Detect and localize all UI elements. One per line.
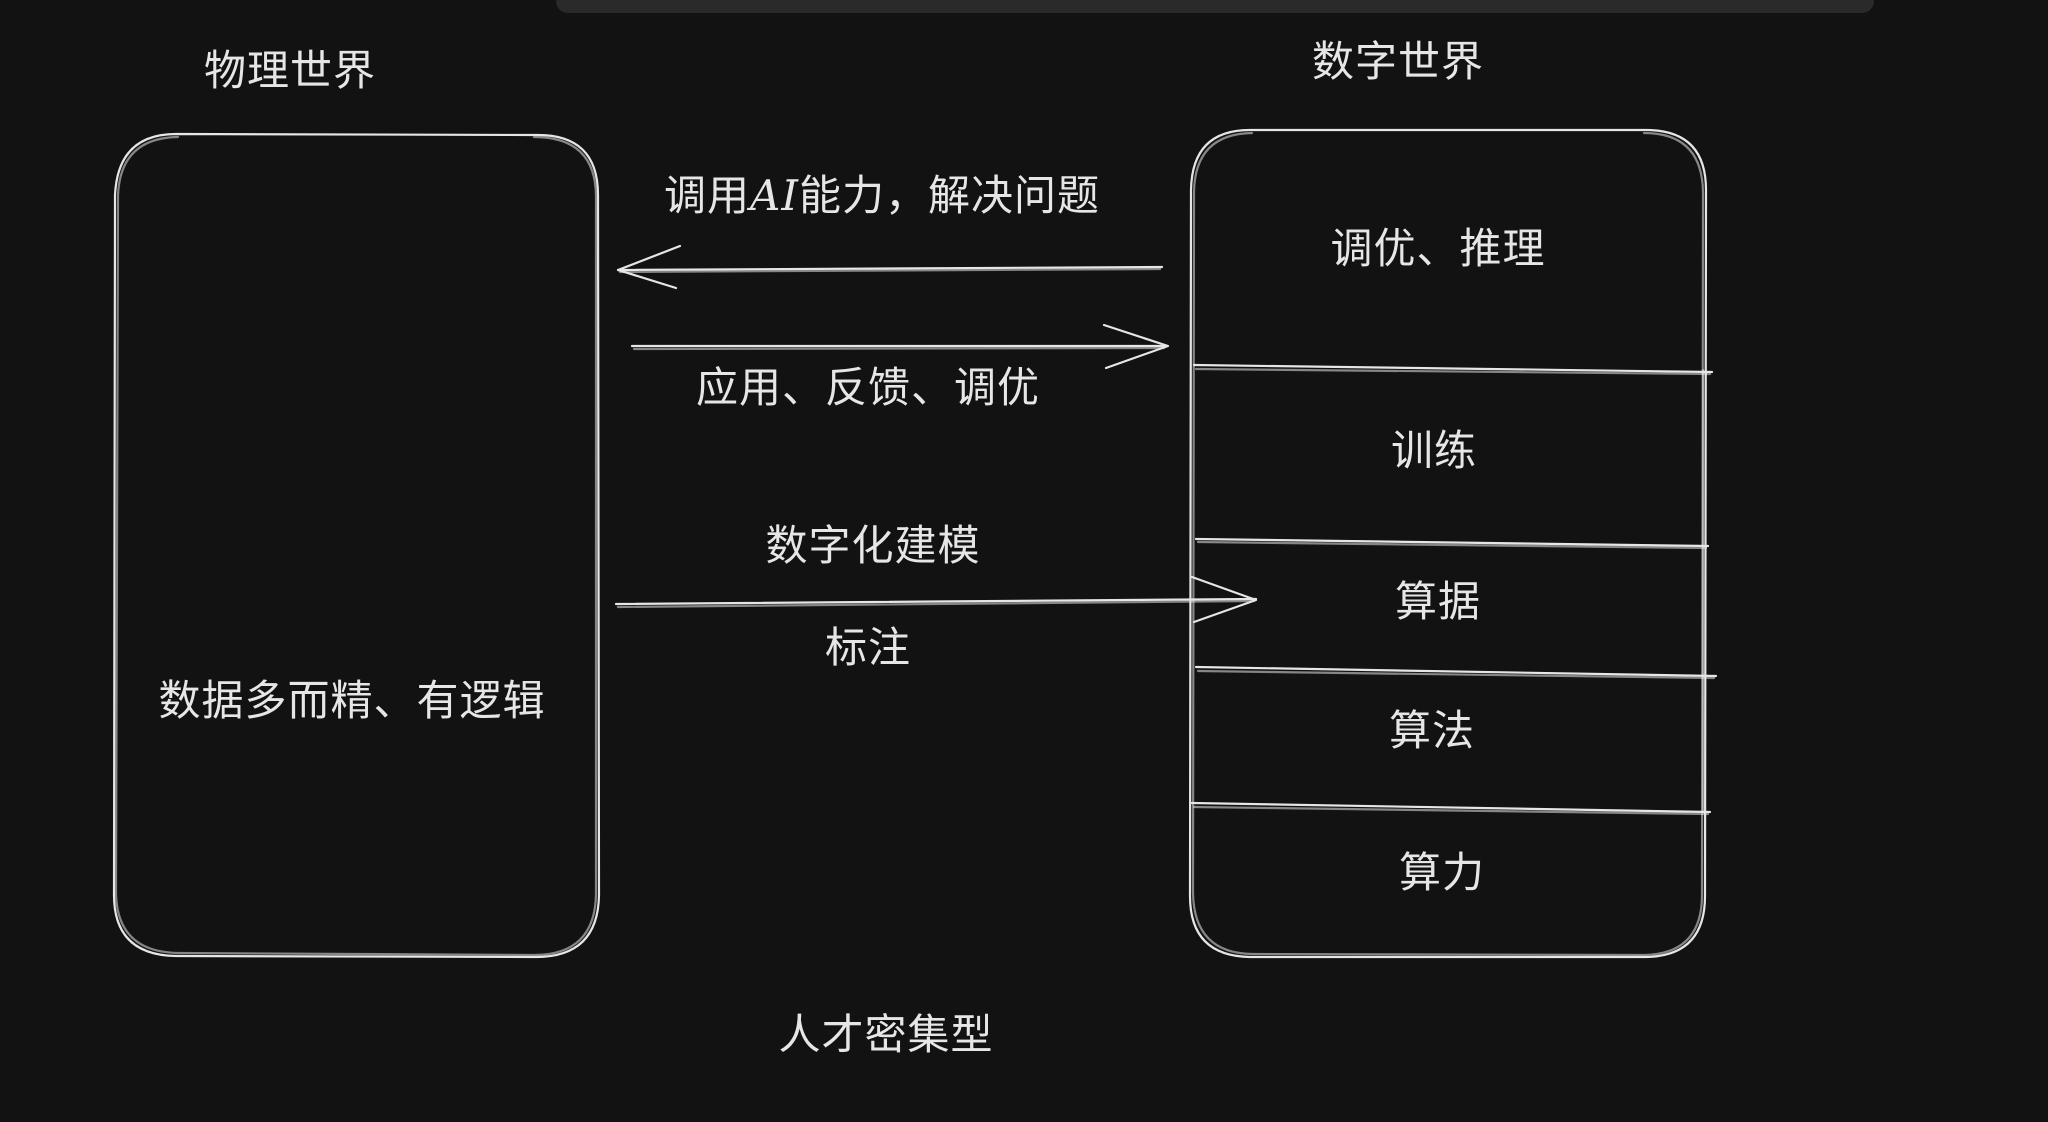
layer-dividers	[1190, 363, 1718, 816]
layer-data: 算据	[1394, 577, 1482, 626]
arrow-label-annotation: 标注	[824, 623, 912, 672]
physical-world-title: 物理世界	[203, 46, 377, 95]
arrow-to-digital-bottom	[614, 575, 1258, 624]
digital-world-title: 数字世界	[1311, 37, 1485, 86]
arrow-label-apply-feedback: 应用、反馈、调优	[695, 363, 1041, 412]
arrow-label-digital-modeling: 数字化建模	[765, 521, 981, 570]
layer-algorithm: 算法	[1388, 706, 1476, 755]
layer-training: 训练	[1390, 426, 1478, 475]
physical-world-content: 数据多而精、有逻辑	[158, 676, 546, 725]
top-toolbar-edge	[556, 0, 1874, 13]
digital-world-box	[1188, 128, 1708, 959]
arrow-label-call-ai: 调用AI能力，解决问题	[664, 171, 1100, 221]
arrow-to-digital-top	[630, 323, 1170, 370]
physical-world-box	[112, 132, 601, 959]
arrow-label-call-ai-suffix: 能力，解决问题	[798, 171, 1100, 220]
layer-tuning-inference: 调优、推理	[1330, 224, 1546, 273]
footer-talent-intensive: 人才密集型	[778, 1010, 994, 1059]
layer-compute: 算力	[1398, 848, 1486, 897]
arrow-label-call-ai-prefix: 调用	[664, 171, 751, 220]
arrow-label-call-ai-ai: AI	[750, 171, 799, 220]
arrow-to-physical	[616, 244, 1164, 290]
